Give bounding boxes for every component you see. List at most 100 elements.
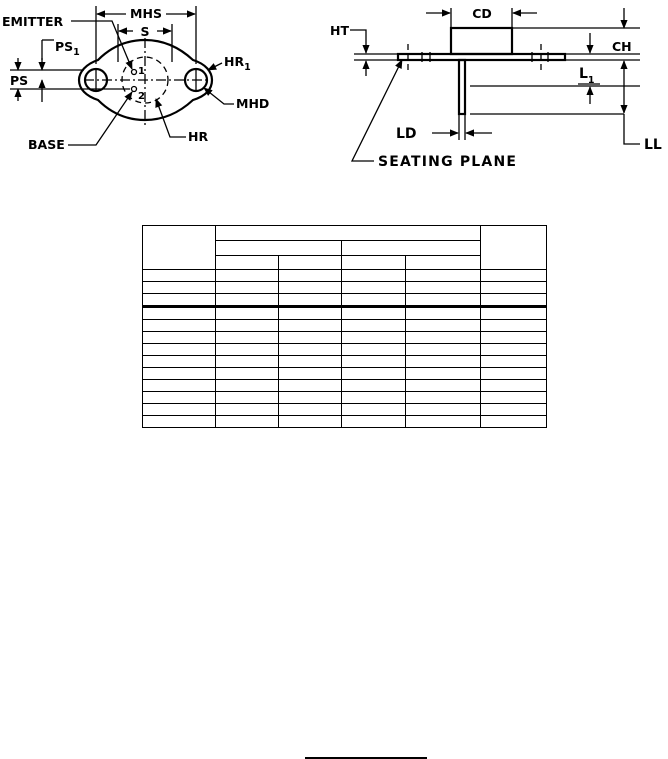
table-row: [142, 379, 547, 392]
table-cell: [480, 293, 547, 308]
table-cell: [405, 343, 481, 356]
table-header-row: [142, 225, 547, 270]
table-cell: [278, 331, 342, 344]
table-cell: [341, 331, 406, 344]
header-cell: [278, 255, 342, 270]
dimensions-table: [142, 225, 547, 428]
mhs-label: MHS: [130, 6, 162, 21]
table-cell: [480, 343, 547, 356]
base-label: BASE: [28, 137, 65, 152]
s-label: S: [140, 24, 149, 39]
table-cell: [480, 319, 547, 332]
table-cell: [142, 343, 216, 356]
outline-drawing: MHS S EMITTER PS1 PS HR1 MHD BASE H: [2, 6, 662, 170]
table-cell: [278, 343, 342, 356]
table-cell: [405, 306, 481, 320]
flange-outline: [77, 38, 214, 122]
header-cell: [480, 225, 547, 270]
header-cell: [215, 240, 342, 256]
table-cell: [215, 367, 279, 380]
table-cell: [480, 331, 547, 344]
table-row: [142, 367, 547, 380]
table-row: [142, 415, 547, 428]
base-pin: [130, 85, 138, 93]
table-cell: [480, 355, 547, 368]
footer-rule: [305, 757, 427, 759]
table-row: [142, 269, 547, 282]
table-cell: [142, 415, 216, 428]
table-cell: [480, 379, 547, 392]
table-cell: [215, 415, 279, 428]
table-cell: [142, 331, 216, 344]
table-cell: [480, 391, 547, 404]
header-cell: [405, 255, 481, 270]
table-cell: [215, 379, 279, 392]
table-cell: [480, 269, 547, 282]
table-cell: [480, 281, 547, 294]
table-cell: [278, 391, 342, 404]
table-cell: [405, 379, 481, 392]
lead: [457, 58, 467, 116]
ld-label: LD: [396, 126, 417, 142]
table-row: [142, 293, 547, 308]
l1-label: L1: [579, 66, 595, 86]
header-cell: [142, 225, 216, 270]
table-cell: [215, 281, 279, 294]
table-cell: [278, 379, 342, 392]
hr1-label: HR1: [224, 54, 251, 73]
table-cell: [142, 367, 216, 380]
table-cell: [405, 367, 481, 380]
table-row: [142, 403, 547, 416]
table-row: [142, 319, 547, 332]
table-cell: [405, 293, 481, 308]
table-cell: [278, 281, 342, 294]
table-cell: [278, 319, 342, 332]
table-row: [142, 281, 547, 294]
table-cell: [215, 355, 279, 368]
table-row: [142, 391, 547, 404]
table-cell: [215, 306, 279, 320]
table-cell: [215, 391, 279, 404]
can-body: [449, 26, 514, 56]
pin-2-label: 2: [138, 91, 145, 102]
table-cell: [278, 367, 342, 380]
table-cell: [341, 293, 406, 308]
table-cell: [341, 391, 406, 404]
table-row: [142, 355, 547, 368]
ps1-label: PS1: [55, 39, 80, 58]
table-cell: [341, 269, 406, 282]
table-cell: [142, 269, 216, 282]
table-header-row: [143, 255, 547, 270]
table-cell: [480, 403, 547, 416]
table-cell: [278, 269, 342, 282]
table-row: [142, 331, 547, 344]
top-view: MHS S EMITTER PS1 PS HR1 MHD BASE H: [2, 6, 269, 152]
header-cell: [341, 255, 406, 270]
table-cell: [405, 269, 481, 282]
table-cell: [142, 391, 216, 404]
emitter-pin: [130, 68, 138, 76]
table-cell: [278, 355, 342, 368]
table-row: [142, 306, 547, 320]
table-cell: [341, 306, 406, 320]
table-cell: [405, 331, 481, 344]
table-cell: [215, 343, 279, 356]
table-cell: [341, 415, 406, 428]
ht-label: HT: [330, 23, 349, 38]
table-cell: [341, 281, 406, 294]
table-cell: [405, 391, 481, 404]
pin-1-label: 1: [138, 66, 145, 77]
ch-label: CH: [612, 39, 632, 54]
table-cell: [215, 403, 279, 416]
table-row: [142, 343, 547, 356]
cd-label: CD: [472, 6, 492, 21]
table-cell: [341, 403, 406, 416]
table-cell: [142, 379, 216, 392]
table-cell: [278, 415, 342, 428]
table-cell: [215, 319, 279, 332]
table-cell: [405, 281, 481, 294]
table-body: [142, 269, 547, 428]
seating-plane-label: SEATING PLANE: [378, 154, 517, 170]
table-cell: [480, 415, 547, 428]
